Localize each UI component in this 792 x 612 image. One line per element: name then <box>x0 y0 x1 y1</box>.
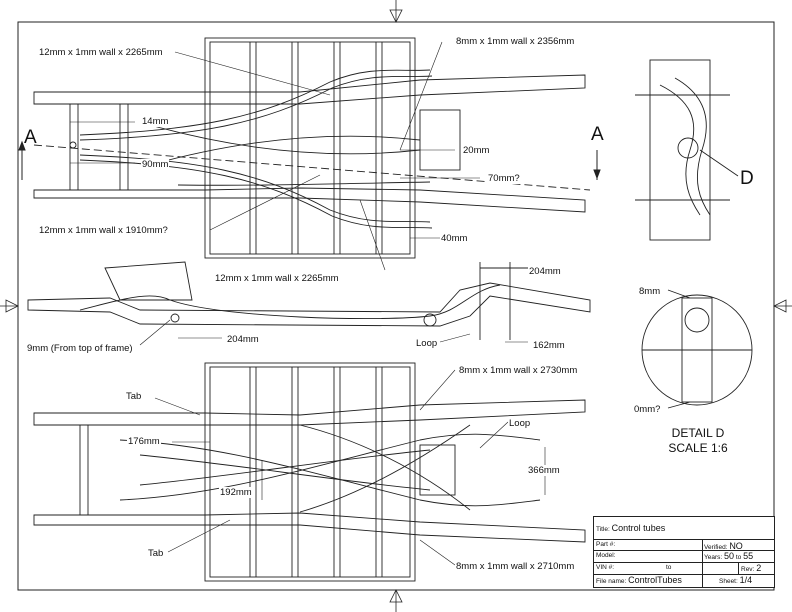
dimension-70mm: 70mm? <box>487 173 521 184</box>
detail-title-text: DETAIL D <box>671 426 725 440</box>
tube-label-1910: 12mm x 1mm wall x 1910mm? <box>38 225 169 236</box>
dimension-204mm-left: 204mm <box>226 334 260 345</box>
verified-value: NO <box>729 541 743 551</box>
drawing-border <box>17 21 775 591</box>
dimension-14mm: 14mm <box>141 116 170 127</box>
front-view <box>635 59 739 241</box>
section-a-label-left: A <box>24 127 37 148</box>
vin-label: VIN #: <box>596 564 615 571</box>
year-to: 55 <box>743 551 754 561</box>
vin-to: to <box>666 564 672 571</box>
detail-scale-text: SCALE 1:6 <box>668 441 728 455</box>
section-a-label-right: A <box>591 124 604 145</box>
dimension-176mm: 176mm <box>127 436 161 447</box>
loop-label-side: Loop <box>415 338 439 349</box>
dimension-90mm: 90mm <box>141 159 170 170</box>
top-view-frame <box>33 37 591 259</box>
dimension-204mm-right: 204mm <box>528 266 562 277</box>
sheet-value: 1/4 <box>739 575 753 585</box>
rev-label: Rev: 2 <box>741 563 762 573</box>
tube-label-2265-mid: 12mm x 1mm wall x 2265mm <box>214 273 340 284</box>
dimension-20mm: 20mm <box>462 145 491 156</box>
bottom-view-frame <box>33 362 586 582</box>
rev-value: 2 <box>756 563 762 573</box>
tab-label-bottom: Tab <box>147 548 165 559</box>
loop-label-bottom: Loop <box>508 418 532 429</box>
detail-dimension-0mm: 0mm? <box>633 404 662 415</box>
tube-label-2710: 8mm x 1mm wall x 2710mm <box>455 561 576 572</box>
title-value: Control tubes <box>611 523 666 533</box>
model-label: Model: <box>596 552 616 559</box>
dimension-162mm: 162mm <box>532 340 566 351</box>
dimension-9mm: 9mm (From top of frame) <box>26 343 134 354</box>
verified-label: Verified: NO <box>704 541 743 551</box>
filename-value: ControlTubes <box>628 575 682 585</box>
years-label: Years: 50 to 55 <box>704 551 754 561</box>
title-block: Title: Control tubes Part #: Verified: N… <box>593 516 775 588</box>
title-label: Title: Control tubes <box>596 523 666 533</box>
detail-title: DETAIL D SCALE 1:6 <box>648 426 748 456</box>
detail-dimension-8mm: 8mm <box>638 286 662 297</box>
detail-d-callout: D <box>740 168 754 189</box>
dimension-lines <box>70 41 546 566</box>
dimension-366mm: 366mm <box>527 465 561 476</box>
part-label: Part #: <box>596 541 616 548</box>
tube-label-2730: 8mm x 1mm wall x 2730mm <box>458 365 579 376</box>
year-from: 50 <box>724 551 735 561</box>
dimension-192mm: 192mm <box>219 487 253 498</box>
section-a-arrows <box>18 140 601 180</box>
detail-d-view <box>641 289 753 409</box>
sheet-label: Sheet: 1/4 <box>719 575 753 585</box>
filename-label: File name: ControlTubes <box>596 575 682 585</box>
dimension-40mm: 40mm <box>440 233 469 244</box>
tab-label-top: Tab <box>125 391 143 402</box>
tube-label-2265-top: 12mm x 1mm wall x 2265mm <box>38 47 164 58</box>
tube-label-2356: 8mm x 1mm wall x 2356mm <box>455 36 576 47</box>
